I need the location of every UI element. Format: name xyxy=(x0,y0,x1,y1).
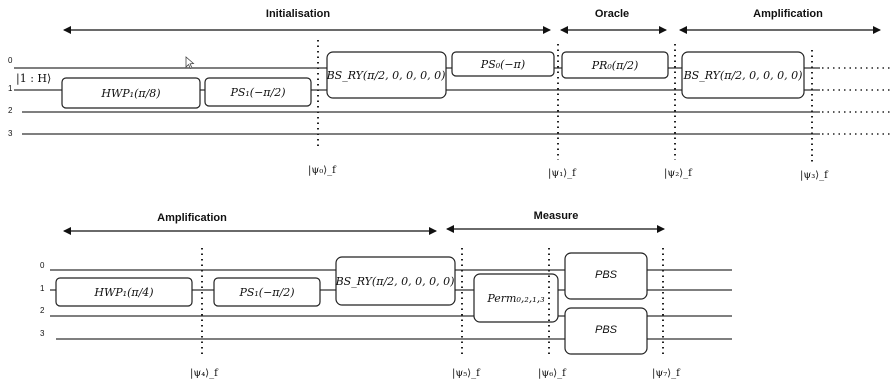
pbs-gate-2-label: PBS xyxy=(595,324,618,336)
state-label-psi7: |ψ₇⟩_f xyxy=(652,368,681,379)
wire-label-2: 2 xyxy=(8,106,13,115)
perm-gate-bottom-label: Perm₀,₂,₁,₃ xyxy=(486,292,544,305)
state-label-psi2: |ψ₂⟩_f xyxy=(664,168,693,179)
perm-gate-bottom xyxy=(473,273,559,323)
state-label-psi0: |ψ₀⟩_f xyxy=(308,165,337,176)
wire-label-1: 1 xyxy=(8,84,13,93)
wire-label-3: 3 xyxy=(8,129,13,138)
state-label-psi1: |ψ₁⟩_f xyxy=(548,168,577,179)
mouse-cursor-icon xyxy=(185,56,195,70)
wire-label-3-bottom: 3 xyxy=(40,329,45,338)
bs-gate-bottom-label: BS_RY(π/2, 0, 0, 0, 0) xyxy=(335,275,455,288)
ps1-gate-bottom-label: PS₁(−π/2) xyxy=(238,286,294,299)
amplification-bottom-label: Amplification xyxy=(157,212,227,224)
pbs-gate-1 xyxy=(564,252,648,300)
measure-label: Measure xyxy=(534,210,579,222)
bs-gate-top-1 xyxy=(326,51,447,99)
wire-label-0-bottom: 0 xyxy=(40,261,45,270)
hwp-gate-top-label: HWP₁(π/8) xyxy=(100,87,160,100)
ps1-gate-top xyxy=(204,77,312,107)
pr0-gate-top-label: PR₀(π/2) xyxy=(591,59,639,72)
pbs-gate-2 xyxy=(564,307,648,355)
ps1-gate-top-label: PS₁(−π/2) xyxy=(229,86,285,99)
bs-gate-top-2 xyxy=(681,51,805,99)
hwp-gate-bottom-label: HWP₁(π/4) xyxy=(93,286,153,299)
ps1-gate-bottom xyxy=(213,277,321,307)
initialisation-label: Initialisation xyxy=(266,8,330,20)
pbs-gate-1-label: PBS xyxy=(595,269,618,281)
bs-gate-top-2-label: BS_RY(π/2, 0, 0, 0, 0) xyxy=(683,69,803,82)
bs-gate-top-1-label: BS_RY(π/2, 0, 0, 0, 0) xyxy=(326,69,446,82)
hwp-gate-bottom xyxy=(55,277,193,307)
input-state-label: |1 : H⟩ xyxy=(16,72,51,86)
ps0-gate-top xyxy=(451,51,555,77)
wire-label-0: 0 xyxy=(8,56,13,65)
state-label-psi4: |ψ₄⟩_f xyxy=(190,368,219,379)
state-label-psi3: |ψ₃⟩_f xyxy=(800,170,829,181)
wire-label-2-bottom: 2 xyxy=(40,306,45,315)
pr0-gate-top xyxy=(561,51,669,79)
oracle-label: Oracle xyxy=(595,8,629,20)
ps0-gate-top-label: PS₀(−π) xyxy=(480,58,525,71)
wire-label-1-bottom: 1 xyxy=(40,284,45,293)
bs-gate-bottom xyxy=(335,256,456,306)
state-label-psi5: |ψ₅⟩_f xyxy=(452,368,481,379)
hwp-gate-top xyxy=(61,77,201,109)
state-label-psi6: |ψ₆⟩_f xyxy=(538,368,567,379)
amplification-top-label: Amplification xyxy=(753,8,823,20)
